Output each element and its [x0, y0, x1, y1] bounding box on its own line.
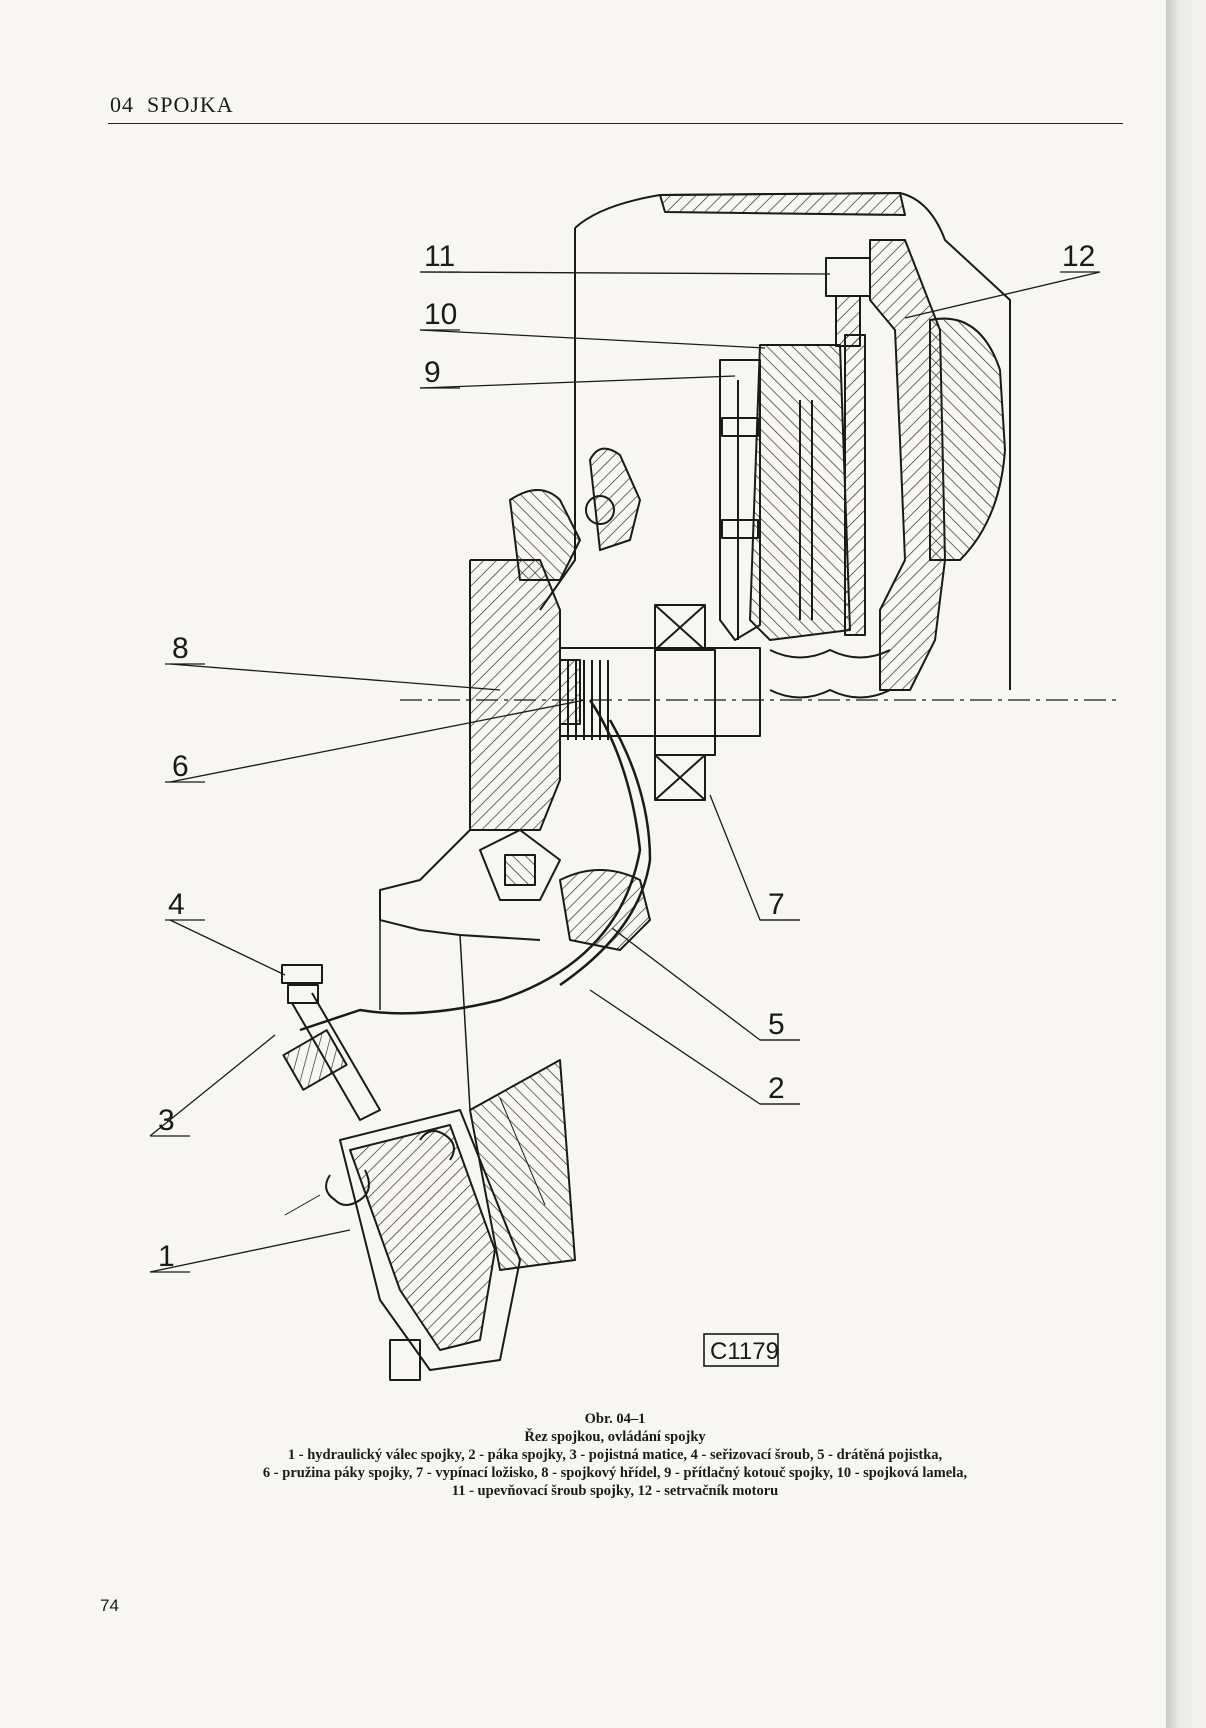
- label-7: 7: [768, 888, 785, 921]
- figure-title: Řez spojkou, ovládání spojky: [524, 1429, 706, 1445]
- leader-10: [419, 329, 766, 349]
- leader-11: [419, 271, 831, 275]
- figure-caption: Obr. 04–1 Řez spojkou, ovládání spojky 1…: [110, 1410, 1120, 1500]
- legend-line: 6 - pružina páky spojky, 7 - vypínací lo…: [262, 1465, 968, 1481]
- leader-6: [169, 699, 586, 783]
- chapter-number: 04: [110, 92, 134, 117]
- label-11: 11: [424, 240, 455, 273]
- drawing-code-box: [703, 1333, 779, 1367]
- leader-8: [169, 663, 501, 691]
- clutch-cross-section-drawing: 11 10 9 8 6 4 3 1 12 7 5 2 C1179: [149, 192, 1120, 1381]
- figure-number: Obr. 04–1: [584, 1411, 646, 1427]
- page-binding-edge: [1166, 0, 1206, 1728]
- legend-line: 11 - upevňovací šroub spojky, 12 - setrv…: [451, 1483, 779, 1499]
- leader-7: [709, 794, 800, 921]
- book-page: [0, 0, 1166, 1728]
- legend-line: 1 - hydraulický válec spojky, 2 - páka s…: [287, 1447, 943, 1463]
- label-2: 2: [768, 1072, 785, 1105]
- label-6: 6: [172, 750, 189, 783]
- leader-3: [149, 1034, 276, 1137]
- label-4: 4: [168, 888, 185, 921]
- clutch-disc: [844, 334, 866, 636]
- leader-4: [169, 919, 286, 976]
- page-number: 74: [100, 1596, 119, 1615]
- chapter-header: 04 SPOJKA: [110, 92, 234, 118]
- label-1: 1: [158, 1240, 175, 1273]
- lock-nut: [282, 1029, 348, 1091]
- leader-9: [419, 375, 736, 389]
- label-8: 8: [172, 632, 189, 665]
- chapter-title: SPOJKA: [147, 92, 234, 117]
- hydraulic-cylinder: [325, 1109, 521, 1381]
- label-9: 9: [424, 356, 441, 389]
- leader-12: [904, 271, 1101, 319]
- leader-1: [149, 1229, 351, 1273]
- label-10: 10: [424, 298, 457, 331]
- clutch-bolt-head: [825, 257, 871, 297]
- lever-spring: [567, 660, 609, 740]
- label-3: 3: [158, 1104, 175, 1137]
- header-rule: [108, 123, 1123, 124]
- release-bearing: [654, 604, 716, 801]
- drawing-code: C1179: [710, 1338, 779, 1365]
- label-5: 5: [768, 1008, 785, 1041]
- label-12: 12: [1062, 240, 1095, 273]
